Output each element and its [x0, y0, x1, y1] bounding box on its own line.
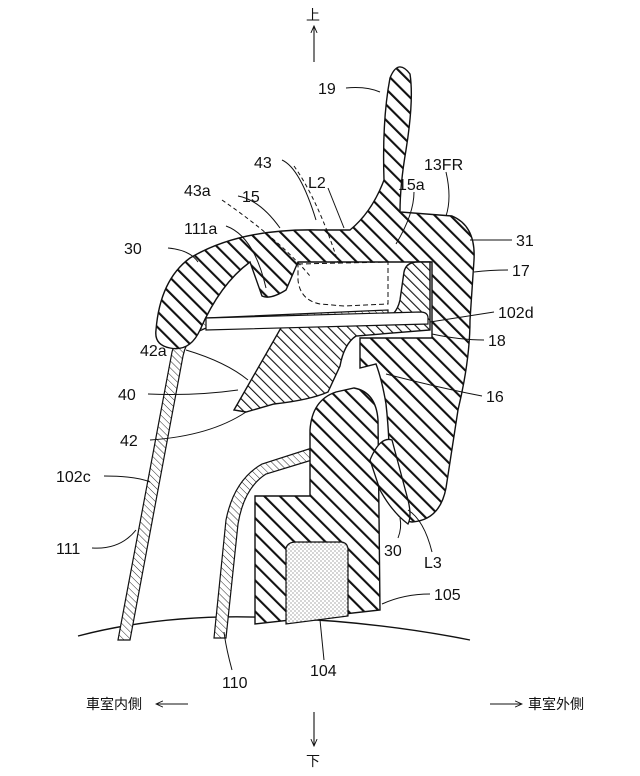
label-19: 19: [318, 81, 336, 98]
direction-up-label: 上: [306, 8, 320, 24]
label-15: 15: [242, 189, 260, 206]
label-104: 104: [310, 663, 337, 680]
core-104: [285, 541, 349, 625]
label-111a: 111a: [184, 221, 217, 238]
leader-lines: [91, 87, 512, 671]
label-43: 43: [254, 155, 272, 172]
label-31: 31: [516, 233, 534, 250]
label-30-top: 30: [124, 241, 142, 258]
label-30-bottom: 30: [384, 543, 402, 560]
label-16: 16: [486, 389, 504, 406]
label-105: 105: [434, 587, 461, 604]
direction-down-label: 下: [306, 754, 320, 770]
label-13fr: 13FR: [424, 157, 463, 174]
label-42a: 42a: [140, 343, 167, 360]
label-43a: 43a: [184, 183, 211, 200]
label-18: 18: [488, 333, 506, 350]
direction-inside-label: 車室内側: [86, 696, 142, 713]
label-17: 17: [512, 263, 530, 280]
label-102d: 102d: [498, 305, 534, 322]
label-42: 42: [120, 433, 138, 450]
weatherstrip-13fr: [155, 66, 475, 523]
label-l3: L3: [424, 555, 442, 572]
seal-lip-30-lower: [369, 438, 411, 525]
label-40: 40: [118, 387, 136, 404]
hidden-outline-43: [297, 261, 389, 307]
direction-outside-label: 車室外側: [528, 696, 584, 713]
label-102c: 102c: [56, 469, 91, 486]
flange-102d: [205, 311, 429, 331]
label-15a: 15a: [398, 177, 425, 194]
label-l2: L2: [308, 175, 326, 192]
clip-40: [232, 261, 431, 413]
label-111: 111: [56, 541, 80, 558]
label-110: 110: [222, 675, 248, 692]
